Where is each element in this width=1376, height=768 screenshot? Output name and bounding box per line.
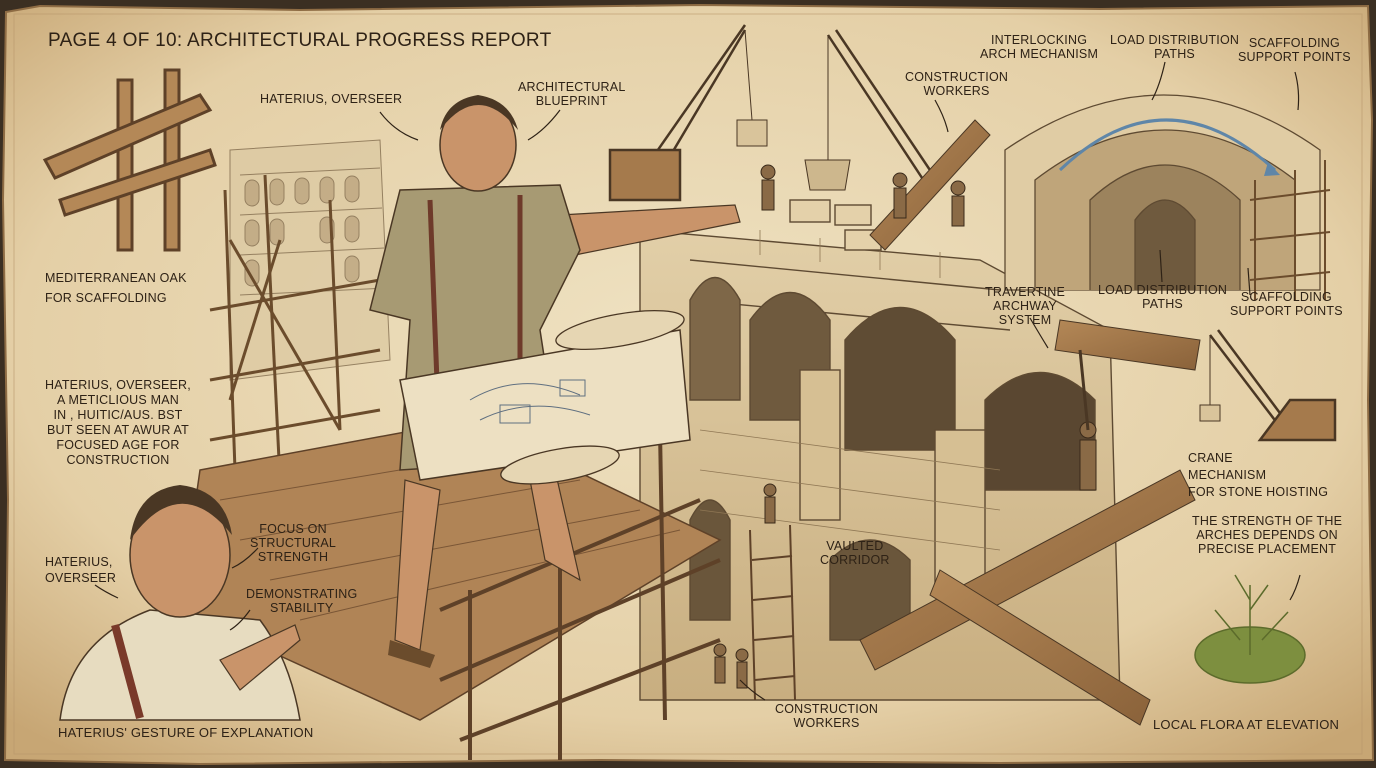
worker-ladder-figure (1078, 349, 1097, 491)
timber-beam-right (1054, 319, 1201, 371)
crane-hoist-right (1209, 329, 1337, 442)
caption-haterius-gesture: HATERIUS' GESTURE OF EXPLANATION (58, 725, 314, 740)
annotation-arrows (94, 61, 1301, 701)
hoist-block (1199, 404, 1221, 422)
page-title: PAGE 4 OF 10: ARCHITECTURAL PROGRESS REP… (48, 30, 552, 51)
crane-right (826, 29, 942, 191)
colosseum-background (229, 139, 391, 381)
ladder (749, 524, 796, 701)
local-flora (1194, 574, 1306, 684)
scaffold-right-top (1249, 160, 1331, 300)
construction-workers-bottom (713, 483, 777, 689)
blueprint-scroll (399, 309, 691, 485)
hoisted-stone-right (804, 159, 851, 191)
hand-gesture (219, 624, 301, 691)
arch-mechanism-diagram (1004, 94, 1321, 291)
caption-local-flora: LOCAL FLORA AT ELEVATION (1153, 717, 1340, 732)
label-haterius-overseer-portrait: HATERIUS,OVERSEER (45, 555, 117, 585)
scaffold-left (209, 174, 381, 481)
label-haterius-overseer: HATERIUS, OVERSEER (260, 92, 403, 106)
hoisted-stone-left (736, 119, 768, 147)
crane-left (608, 24, 753, 202)
construction-workers-top (760, 164, 966, 227)
haterius-portrait (59, 485, 301, 721)
timber-cross-bottom (859, 469, 1196, 671)
oak-scaffold-frame (42, 68, 217, 252)
